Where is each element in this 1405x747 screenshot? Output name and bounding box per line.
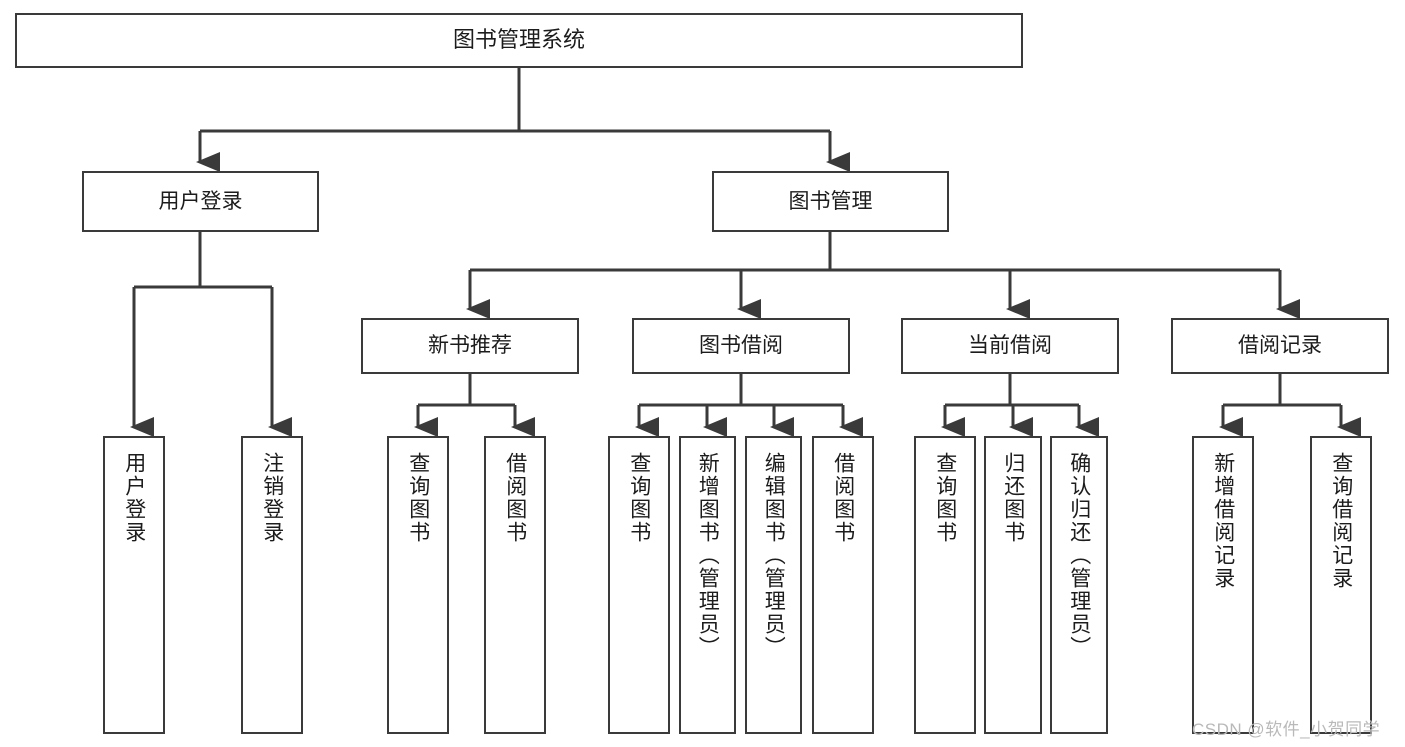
node-new-book-recommend-label: 新书推荐 bbox=[428, 334, 512, 358]
node-book-management-label: 图书管理 bbox=[788, 189, 873, 213]
leaf-user-logout-label: 注销登录 bbox=[260, 452, 284, 544]
node-book-borrow-label: 图书借阅 bbox=[699, 334, 783, 358]
node-user-login-label: 用户登录 bbox=[158, 189, 243, 213]
node-root[interactable]: 图书管理系统 bbox=[15, 13, 1023, 68]
leaf-current-query-book-label: 查询图书 bbox=[933, 452, 957, 544]
node-borrow-record[interactable]: 借阅记录 bbox=[1171, 318, 1389, 374]
node-current-borrow[interactable]: 当前借阅 bbox=[901, 318, 1119, 374]
leaf-borrow-book-label: 借阅图书 bbox=[831, 452, 855, 544]
leaf-record-query[interactable]: 查询借阅记录 bbox=[1310, 436, 1372, 734]
leaf-current-return-book-label: 归还图书 bbox=[1001, 452, 1025, 544]
leaf-borrow-book[interactable]: 借阅图书 bbox=[812, 436, 874, 734]
node-borrow-record-label: 借阅记录 bbox=[1238, 334, 1322, 358]
leaf-borrow-add-book[interactable]: 新增图书（管理员） bbox=[679, 436, 736, 734]
leaf-record-add-label: 新增借阅记录 bbox=[1211, 452, 1235, 590]
leaf-current-return-book[interactable]: 归还图书 bbox=[984, 436, 1042, 734]
leaf-borrow-add-book-label: 新增图书（管理员） bbox=[696, 452, 720, 659]
leaf-borrow-edit-book-label: 编辑图书（管理员） bbox=[762, 452, 786, 659]
leaf-new-book-borrow-label: 借阅图书 bbox=[503, 452, 527, 544]
leaf-user-login[interactable]: 用户登录 bbox=[103, 436, 165, 734]
leaf-record-query-label: 查询借阅记录 bbox=[1329, 452, 1353, 590]
leaf-borrow-query-book-label: 查询图书 bbox=[627, 452, 651, 544]
csdn-watermark: CSDN @软件_小贺同学 bbox=[1192, 720, 1381, 739]
node-current-borrow-label: 当前借阅 bbox=[968, 334, 1052, 358]
leaf-user-logout[interactable]: 注销登录 bbox=[241, 436, 303, 734]
leaf-borrow-edit-book[interactable]: 编辑图书（管理员） bbox=[745, 436, 802, 734]
leaf-borrow-query-book[interactable]: 查询图书 bbox=[608, 436, 670, 734]
leaf-current-confirm-return-label: 确认归还（管理员） bbox=[1067, 452, 1091, 659]
node-root-label: 图书管理系统 bbox=[452, 27, 585, 53]
leaf-current-confirm-return[interactable]: 确认归还（管理员） bbox=[1050, 436, 1108, 734]
leaf-current-query-book[interactable]: 查询图书 bbox=[914, 436, 976, 734]
leaf-user-login-label: 用户登录 bbox=[122, 452, 146, 544]
node-book-borrow[interactable]: 图书借阅 bbox=[632, 318, 850, 374]
leaf-new-book-query[interactable]: 查询图书 bbox=[387, 436, 449, 734]
node-book-management[interactable]: 图书管理 bbox=[712, 171, 949, 232]
node-user-login[interactable]: 用户登录 bbox=[82, 171, 319, 232]
leaf-new-book-borrow[interactable]: 借阅图书 bbox=[484, 436, 546, 734]
leaf-record-add[interactable]: 新增借阅记录 bbox=[1192, 436, 1254, 734]
node-new-book-recommend[interactable]: 新书推荐 bbox=[361, 318, 579, 374]
leaf-new-book-query-label: 查询图书 bbox=[406, 452, 430, 544]
